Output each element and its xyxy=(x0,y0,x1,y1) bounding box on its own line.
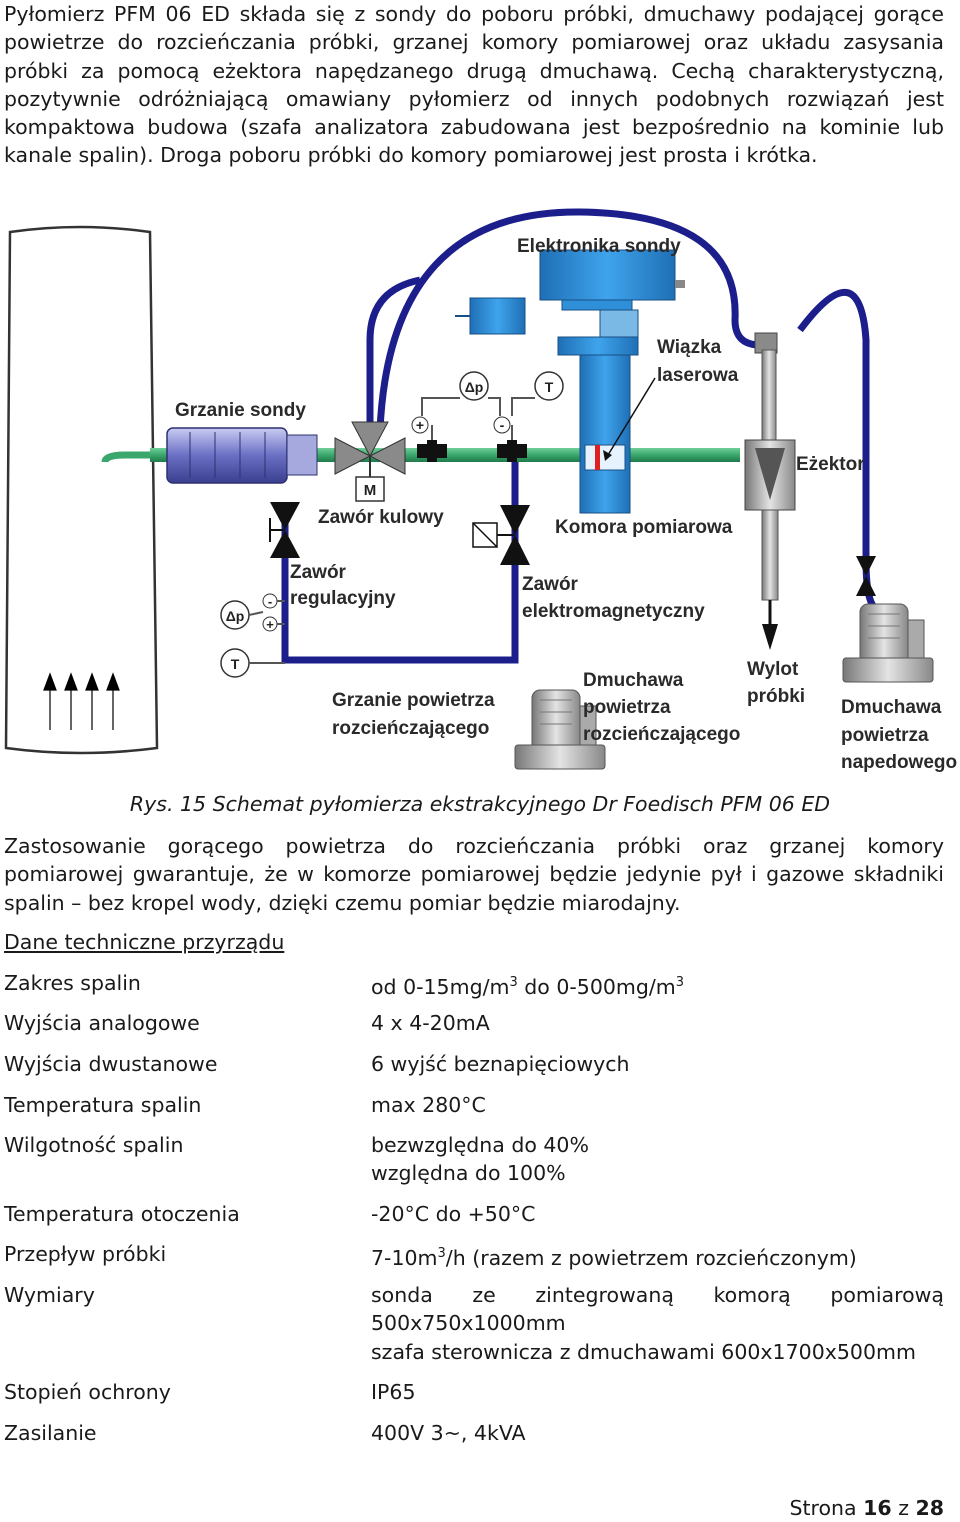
drive-hose-connector xyxy=(754,332,778,441)
ejector xyxy=(744,439,796,601)
page-footer: Strona 16 z 28 xyxy=(789,1496,944,1520)
spec-label: Zakres spalin xyxy=(4,971,141,995)
label-probe-heating: Grzanie sondy xyxy=(175,400,306,421)
label-dil-blower-2: powietrza xyxy=(583,697,671,718)
specs-heading: Dane techniczne przyrządu xyxy=(4,930,285,954)
label-chamber: Komora pomiarowa xyxy=(555,517,733,538)
drive-check-valve xyxy=(856,556,876,596)
spec-value: 7-10m3/h (razem z powietrzem rozcieńczon… xyxy=(371,1245,857,1270)
spec-label: Zasilanie xyxy=(4,1421,97,1445)
spec-label: Wymiary xyxy=(4,1283,95,1307)
plus-sign-left: + xyxy=(266,617,274,632)
label-laser-2: laserowa xyxy=(657,365,739,386)
t-symbol-left: T xyxy=(231,656,240,672)
spec-label: Wyjścia dwustanowe xyxy=(4,1052,218,1076)
label-ball-valve: Zawór kulowy xyxy=(318,507,444,528)
sample-outlet-arrow xyxy=(762,600,778,650)
laser-beam xyxy=(595,445,600,470)
ejector-drive-hose xyxy=(376,208,881,614)
spec-value: od 0-15mg/m3 do 0-500mg/m3 xyxy=(371,974,685,999)
drive-blower xyxy=(842,603,934,683)
label-drive-blower-3: napedowego xyxy=(841,752,957,773)
intro-paragraph: Pyłomierz PFM 06 ED składa się z sondy d… xyxy=(4,2,944,168)
label-outlet-2: próbki xyxy=(747,686,805,707)
label-dil-blower-3: rozcieńczającego xyxy=(583,724,740,745)
spec-label: Stopień ochrony xyxy=(4,1380,171,1404)
plus-sign: + xyxy=(416,417,424,433)
flue-gas-arrows xyxy=(43,672,120,730)
spec-value: bezwzględna do 40% względna do 100% xyxy=(371,1133,589,1186)
label-dil-blower-1: Dmuchawa xyxy=(583,670,684,691)
t-symbol-top: T xyxy=(545,379,554,395)
label-em-valve-1: Zawór xyxy=(522,574,579,595)
spec-label: Temperatura spalin xyxy=(4,1093,202,1117)
spec-value: 400V 3~, 4kVA xyxy=(371,1421,526,1445)
label-air-heating-2: rozcieńczającego xyxy=(332,718,489,739)
regulating-sensors: Δp - + T xyxy=(220,593,285,678)
regulating-valve xyxy=(269,502,300,558)
minus-sign-left: - xyxy=(268,594,272,609)
spec-label: Przepływ próbki xyxy=(4,1242,167,1266)
label-electronics: Elektronika sondy xyxy=(517,236,681,257)
solenoid-box xyxy=(455,297,526,335)
label-ejector: Eżektor xyxy=(796,454,865,475)
diagram-labels: Elektronika sondy Wiązka laserowa Grzani… xyxy=(175,236,957,773)
after-paragraph: Zastosowanie gorącego powietrza do rozci… xyxy=(4,834,944,915)
spec-value: -20°C do +50°C xyxy=(371,1202,536,1226)
spec-label: Temperatura otoczenia xyxy=(4,1202,240,1226)
label-reg-valve-2: regulacyjny xyxy=(290,588,396,609)
measurement-chamber xyxy=(539,249,685,514)
chimney xyxy=(4,225,159,755)
figure-caption: Rys. 15 Schemat pyłomierza ekstrakcyjneg… xyxy=(129,792,831,816)
label-em-valve-2: elektromagnetyczny xyxy=(522,601,705,622)
pressure-taps: + - Δp T xyxy=(411,371,564,462)
label-drive-blower-2: powietrza xyxy=(841,725,929,746)
spec-value: 4 x 4-20mA xyxy=(371,1011,490,1035)
dp-symbol-left: Δp xyxy=(226,608,245,624)
page-total: 28 xyxy=(915,1496,944,1520)
label-air-heating-1: Grzanie powietrza xyxy=(332,690,495,711)
spec-label: Wilgotność spalin xyxy=(4,1133,184,1157)
spec-value: 6 wyjść beznapięciowych xyxy=(371,1052,630,1076)
page-number: 16 xyxy=(863,1496,892,1520)
ball-valve: M xyxy=(334,421,406,502)
spec-label: Wyjścia analogowe xyxy=(4,1011,200,1035)
pfm-schematic-diagram: M + - Δp T xyxy=(4,208,957,773)
minus-sign: - xyxy=(500,417,505,433)
label-outlet-1: Wylot xyxy=(747,659,799,680)
dilution-blower xyxy=(514,689,606,770)
spec-value: max 280°C xyxy=(371,1093,486,1117)
label-laser-1: Wiązka xyxy=(657,337,722,358)
spec-value: IP65 xyxy=(371,1380,416,1404)
solenoid-valve xyxy=(472,505,530,565)
motor-symbol: M xyxy=(364,482,377,499)
dp-symbol: Δp xyxy=(465,379,484,395)
probe-heater xyxy=(166,427,318,484)
label-reg-valve-1: Zawór xyxy=(290,562,347,583)
label-drive-blower-1: Dmuchawa xyxy=(841,697,942,718)
